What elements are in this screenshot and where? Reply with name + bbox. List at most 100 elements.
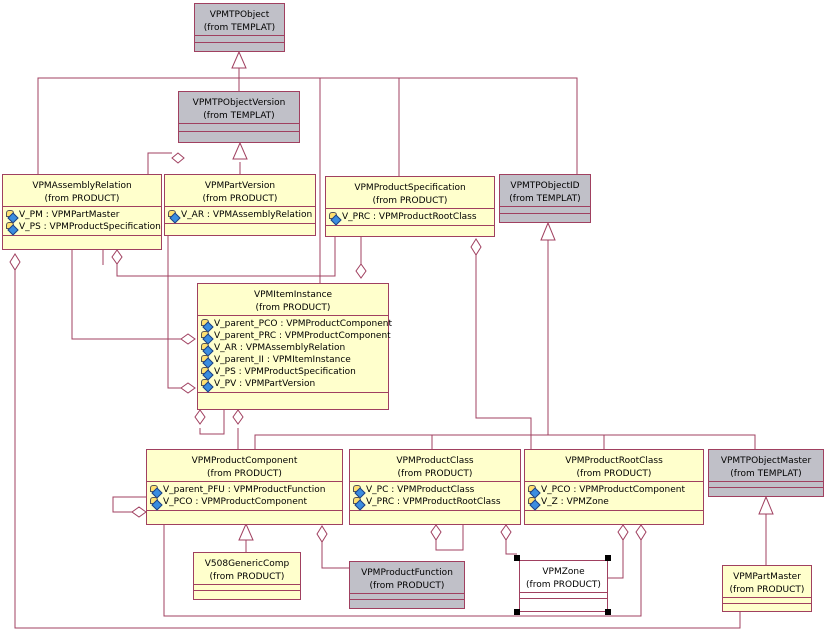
attribute-row: V_AR : VPMAssemblyRelation <box>201 342 388 357</box>
class-header: VPMAssemblyRelation (from PRODUCT) <box>3 175 161 207</box>
class-name: VPMProductComponent <box>191 456 298 466</box>
attr-compartment <box>520 593 607 599</box>
attribute-key-icon <box>6 210 19 224</box>
class-vpmproductrootclass[interactable]: VPMProductRootClass (from PRODUCT) V_PCO… <box>524 449 704 525</box>
diamond-spec-root <box>470 238 482 256</box>
attribute-key-icon <box>353 485 366 499</box>
attr-compartment: V_PC : VPMProductClass V_PRC : VPMProduc… <box>350 482 520 511</box>
selection-handle-bl[interactable] <box>514 609 520 615</box>
class-name: VPMTPObjectID <box>510 181 580 191</box>
class-vpmtpobjectmaster[interactable]: VPMTPObjectMaster (from TEMPLAT) <box>708 449 824 497</box>
class-name: VPMProductClass <box>396 456 474 466</box>
selection-handle-br[interactable] <box>605 609 611 615</box>
class-name: VPMProductRootClass <box>565 456 663 466</box>
attr-compartment <box>500 207 590 214</box>
attr-compartment <box>723 598 811 604</box>
class-v508genericcomp[interactable]: V508GenericComp (from PRODUCT) <box>193 552 301 600</box>
attribute-row: V_PRC : VPMProductRootClass <box>329 211 494 226</box>
class-name: VPMProductSpecification <box>354 183 466 193</box>
assoc-ps-ii <box>116 237 336 277</box>
class-package: (from TEMPLAT) <box>509 194 581 204</box>
diamond-pc-self <box>131 506 147 518</box>
diamond-root-zone <box>617 524 629 541</box>
class-vpmtpobject[interactable]: VPMTPObject (from TEMPLAT) <box>194 3 285 52</box>
attribute-text: V_Z : VPMZone <box>541 497 609 507</box>
attr-compartment: V_parent_PFU : VPMProductFunction V_PCO … <box>147 482 342 511</box>
attribute-text: V_PM : VPMPartMaster <box>19 210 120 220</box>
diamond-ar-ii <box>111 249 123 265</box>
class-vpmzone[interactable]: VPMZone (from PRODUCT) <box>519 560 608 612</box>
class-header: VPMProductClass (from PRODUCT) <box>350 450 520 482</box>
class-vpmpartversion[interactable]: VPMPartVersion (from PRODUCT) V_AR : VPM… <box>164 174 316 236</box>
assoc-pc-self <box>112 496 146 513</box>
class-package: (from TEMPLAT) <box>203 23 276 33</box>
attr-compartment: V_PCO : VPMProductComponent V_Z : VPMZon… <box>525 482 703 511</box>
class-name: VPMProductFunction <box>361 568 453 578</box>
attribute-text: V_PC : VPMProductClass <box>366 485 475 495</box>
attr-compartment <box>179 124 299 132</box>
class-package: (from PRODUCT) <box>372 196 448 206</box>
class-package: (from TEMPLAT) <box>730 469 802 479</box>
assoc-ar-ii <box>71 250 181 340</box>
class-package: (from TEMPLAT) <box>203 111 275 121</box>
attribute-key-icon <box>201 343 214 357</box>
selection-handle-tr[interactable] <box>605 555 611 561</box>
class-package: (from PRODUCT) <box>397 469 473 479</box>
class-vpmproductcomponent[interactable]: VPMProductComponent (from PRODUCT) V_par… <box>146 449 343 525</box>
attribute-text: V_PCO : VPMProductComponent <box>163 497 307 507</box>
attribute-key-icon <box>150 485 163 499</box>
attribute-text: V_AR : VPMAssemblyRelation <box>181 210 313 220</box>
assoc-rootclass-big <box>163 525 642 617</box>
class-header: VPMProductFunction (from PRODUCT) <box>350 562 464 594</box>
class-vpmproductfunction[interactable]: VPMProductFunction (from PRODUCT) <box>349 561 465 609</box>
assoc-rootclass-zone <box>606 540 624 579</box>
arrow-tpobjectversion <box>232 141 248 160</box>
class-header: VPMTPObject (from TEMPLAT) <box>195 4 284 36</box>
class-name: VPMTPObjectVersion <box>192 98 286 108</box>
diamond-root-big <box>635 524 647 541</box>
attribute-text: V_PRC : VPMProductRootClass <box>366 497 501 507</box>
class-vpmtpobjectversion[interactable]: VPMTPObjectVersion (from TEMPLAT) <box>178 91 300 143</box>
class-vpmiteminstance[interactable]: VPMItemInstance (from PRODUCT) V_parent_… <box>197 283 392 410</box>
diamond-pv-ar <box>171 152 185 164</box>
attribute-row: V_parent_PFU : VPMProductFunction <box>150 484 342 499</box>
class-vpmproductspecification[interactable]: VPMProductSpecification (from PRODUCT) V… <box>325 176 495 237</box>
class-name: VPMPartMaster <box>733 572 801 582</box>
class-name: VPMPartVersion <box>204 181 276 191</box>
attribute-row: V_PCO : VPMProductComponent <box>528 484 703 499</box>
attribute-row: V_PM : VPMPartMaster <box>6 209 161 224</box>
attribute-row: V_Z : VPMZone <box>528 496 703 511</box>
attribute-key-icon <box>329 212 342 226</box>
class-package: (from PRODUCT) <box>729 585 805 595</box>
class-vpmtpobjectid[interactable]: VPMTPObjectID (from TEMPLAT) <box>499 174 591 223</box>
attribute-text: V_parent_PRC : VPMProductComponent <box>214 331 391 341</box>
class-header: VPMItemInstance (from PRODUCT) <box>198 284 388 316</box>
attribute-text: V_parent_II : VPMItemInstance <box>214 355 351 365</box>
arrow-tpobjectid <box>540 221 556 241</box>
attribute-row: V_parent_II : VPMItemInstance <box>201 354 388 369</box>
class-header: VPMProductSpecification (from PRODUCT) <box>326 177 494 209</box>
attribute-text: V_PRC : VPMProductRootClass <box>342 212 477 222</box>
class-header: VPMTPObjectID (from TEMPLAT) <box>500 175 590 207</box>
gen-line-objectid <box>239 77 578 174</box>
attr-compartment: V_AR : VPMAssemblyRelation <box>165 207 315 224</box>
class-name: VPMTPObject <box>209 10 270 20</box>
class-vpmproductclass[interactable]: VPMProductClass (from PRODUCT) V_PC : VP… <box>349 449 521 525</box>
class-vpmassemblyrelation[interactable]: VPMAssemblyRelation (from PRODUCT) V_PM … <box>2 174 162 250</box>
class-name: VPMAssemblyRelation <box>32 181 132 191</box>
diamond-pc-pfu <box>316 525 328 543</box>
class-vpmpartmaster[interactable]: VPMPartMaster (from PRODUCT) <box>722 565 812 612</box>
diamond-ar-pm <box>9 253 21 271</box>
attribute-text: V_parent_PFU : VPMProductFunction <box>163 485 326 495</box>
attribute-key-icon <box>201 331 214 345</box>
attribute-text: V_parent_PCO : VPMProductComponent <box>214 319 392 329</box>
class-header: VPMProductRootClass (from PRODUCT) <box>525 450 703 482</box>
attribute-text: V_AR : VPMAssemblyRelation <box>214 343 346 353</box>
diamond-class-zone <box>500 524 512 541</box>
selection-handle-tl[interactable] <box>514 555 520 561</box>
attribute-key-icon <box>201 367 214 381</box>
class-header: VPMPartMaster (from PRODUCT) <box>723 566 811 598</box>
attribute-row: V_PV : VPMPartVersion <box>201 378 388 393</box>
assoc-ar-pv <box>147 152 172 174</box>
